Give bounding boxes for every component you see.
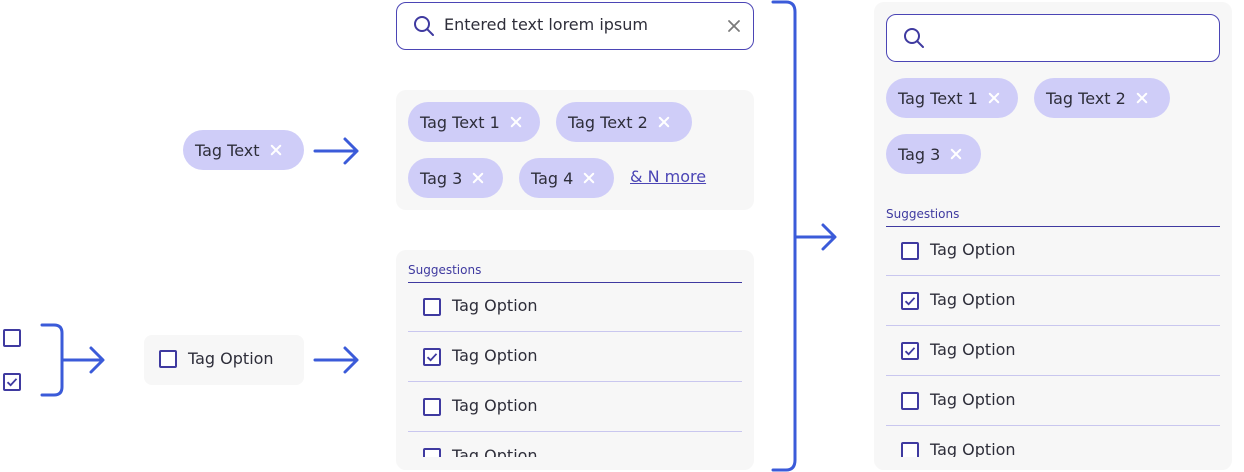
check-icon <box>426 353 438 362</box>
suggestions-label: Suggestions <box>408 263 482 277</box>
close-icon[interactable] <box>510 116 522 128</box>
tag-chip[interactable]: Tag 4 <box>519 158 614 198</box>
tag-label: Tag Text <box>195 140 260 160</box>
clear-icon[interactable] <box>727 19 741 33</box>
option-label: Tag Option <box>930 440 1016 459</box>
list-fade <box>874 457 1232 470</box>
tag-label: Tag Text 2 <box>1046 88 1126 108</box>
bracket-arrow-icon <box>40 323 105 397</box>
option-divider <box>886 425 1220 426</box>
option-checkbox[interactable] <box>159 350 177 368</box>
option-label: Tag Option <box>930 340 1016 359</box>
list-fade <box>396 457 754 470</box>
check-icon <box>6 378 18 387</box>
option-checkbox-checked[interactable] <box>901 292 919 310</box>
search-value: Entered text lorem ipsum <box>444 15 648 34</box>
check-icon <box>904 347 916 356</box>
tag-label: Tag 4 <box>531 168 574 188</box>
option-label: Tag Option <box>930 390 1016 409</box>
close-icon[interactable] <box>950 148 962 160</box>
search-icon <box>904 28 924 48</box>
tag-label: Tag Text 2 <box>568 112 648 132</box>
tag-chip[interactable]: Tag Text 2 <box>556 102 692 142</box>
close-icon[interactable] <box>583 172 595 184</box>
tag-chip[interactable]: Tag 3 <box>408 158 503 198</box>
arrow-right-icon <box>313 137 359 165</box>
option-label: Tag Option <box>452 346 538 365</box>
suggestions-divider <box>886 226 1220 227</box>
check-icon <box>904 297 916 306</box>
arrow-right-icon <box>313 346 359 374</box>
option-divider <box>886 275 1220 276</box>
option-checkbox[interactable] <box>901 242 919 260</box>
close-icon[interactable] <box>472 172 484 184</box>
option-checkbox-checked[interactable] <box>423 348 441 366</box>
option-label: Tag Option <box>452 396 538 415</box>
option-label: Tag Option <box>930 240 1016 259</box>
close-icon[interactable] <box>1136 92 1148 104</box>
close-icon[interactable] <box>270 144 282 156</box>
option-checkbox-checked[interactable] <box>901 342 919 360</box>
tag-label: Tag Text 1 <box>898 88 978 108</box>
option-divider <box>886 375 1220 376</box>
suggestions-label: Suggestions <box>886 207 960 221</box>
checkbox-checked-sample[interactable] <box>3 373 21 391</box>
option-checkbox[interactable] <box>901 392 919 410</box>
tag-label: Tag 3 <box>898 144 941 164</box>
suggestions-panel: Suggestions Tag Option Tag Option Tag Op… <box>396 250 754 470</box>
bracket-arrow-icon <box>771 0 837 472</box>
option-label: Tag Option <box>452 296 538 315</box>
option-divider <box>886 325 1220 326</box>
option-checkbox[interactable] <box>423 298 441 316</box>
tag-chip[interactable]: Tag 3 <box>886 134 981 174</box>
search-icon <box>414 16 434 36</box>
more-tags-link[interactable]: & N more <box>630 167 707 186</box>
close-icon[interactable] <box>658 116 670 128</box>
tag-chip-sample[interactable]: Tag Text <box>183 130 304 170</box>
tag-label: Tag 3 <box>420 168 463 188</box>
checkbox-unchecked-sample[interactable] <box>3 329 21 347</box>
option-divider <box>408 431 742 432</box>
tag-chip[interactable]: Tag Text 1 <box>886 78 1018 118</box>
option-checkbox[interactable] <box>423 398 441 416</box>
option-label: Tag Option <box>930 290 1016 309</box>
close-icon[interactable] <box>988 92 1000 104</box>
tag-chip[interactable]: Tag Text 1 <box>408 102 540 142</box>
option-divider <box>408 331 742 332</box>
search-input[interactable] <box>886 14 1220 62</box>
option-divider <box>408 381 742 382</box>
option-label: Tag Option <box>188 349 274 368</box>
suggestions-divider <box>408 282 742 283</box>
tag-chip[interactable]: Tag Text 2 <box>1034 78 1170 118</box>
tag-label: Tag Text 1 <box>420 112 500 132</box>
search-input[interactable] <box>396 2 754 50</box>
right-panel: Tag Text 1 Tag Text 2 Tag 3 Suggestions … <box>874 2 1232 470</box>
